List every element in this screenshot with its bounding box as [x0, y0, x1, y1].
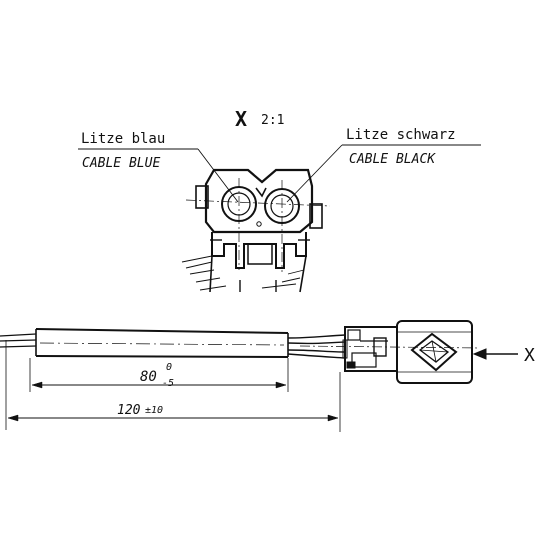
dimension-80-tol-lower: -5 [162, 378, 174, 389]
connector-detail-view [181, 168, 331, 293]
view-arrow [472, 348, 518, 360]
leader-blue [197, 148, 239, 203]
detail-scale: 2:1 [261, 113, 284, 128]
dimension-120 [5, 340, 341, 432]
connector-side-view [299, 320, 481, 384]
dimension-120-tol: ±10 [145, 405, 163, 416]
label-cable-blue: Litze blau CABLE BLUE [78, 131, 239, 203]
label-cable-black: Litze schwarz CABLE BLACK [286, 127, 481, 203]
cable-side-view [0, 328, 346, 359]
dimension-80 [29, 358, 289, 392]
view-arrow-marker: X [524, 345, 535, 366]
dimension-120-value: 120 [117, 403, 141, 418]
dimension-80-tol-upper: 0 [166, 362, 172, 373]
leader-black [286, 144, 343, 203]
label-blue-english: CABLE BLUE [82, 156, 160, 171]
label-black-english: CABLE BLACK [349, 152, 436, 167]
label-black-german: Litze schwarz [346, 127, 456, 143]
dimension-80-value: 80 [140, 369, 157, 385]
label-blue-german: Litze blau [81, 131, 165, 147]
detail-marker: X [235, 107, 247, 131]
